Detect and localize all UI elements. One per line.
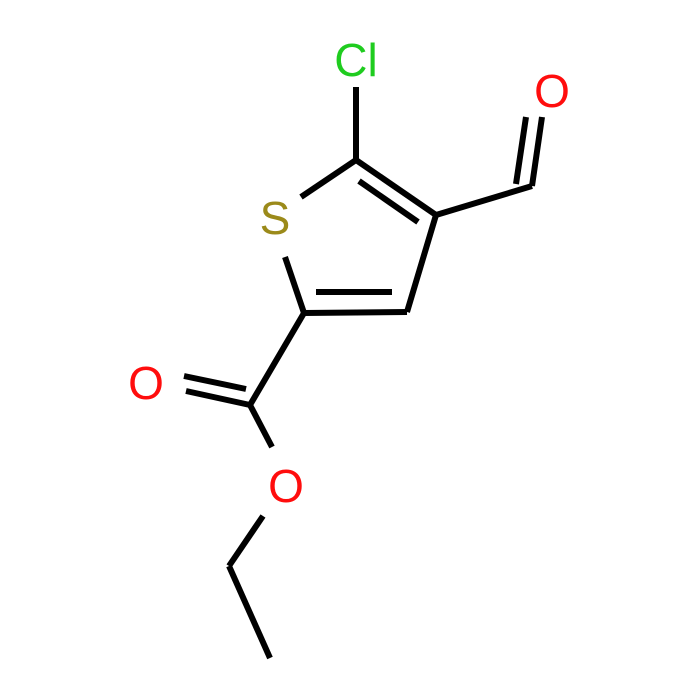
bond-c4-cho (435, 183, 533, 218)
bond-c5-c4 (354, 157, 438, 218)
bond-c2-s (282, 256, 307, 314)
bond-c4-c3 (404, 214, 439, 313)
carbonyl-oxygen-label: O (128, 357, 164, 409)
bond-cho-o-b (513, 116, 529, 185)
bond-cho-o-a (529, 116, 545, 187)
bond-c3-c2 (303, 309, 408, 316)
bond-ester-c-o-b (183, 373, 247, 392)
aldehyde-oxygen-label: O (534, 65, 570, 117)
bond-ester-c-o-a (185, 388, 251, 408)
sulfur-atom-label: S (260, 192, 291, 244)
ester-oxygen-label: O (268, 460, 304, 512)
bond-ester-c-oether (247, 403, 275, 449)
bond-c5-s (299, 157, 358, 200)
chlorine-atom-label: Cl (334, 34, 377, 86)
bond-ch2-ch3 (226, 564, 273, 660)
atom-labels: Cl S O O O (128, 34, 570, 512)
bond-oether-ch2 (226, 514, 266, 568)
bond-c2-ester-c (247, 311, 307, 407)
bond-c5-c4-inner (357, 178, 420, 225)
bonds (183, 87, 545, 660)
